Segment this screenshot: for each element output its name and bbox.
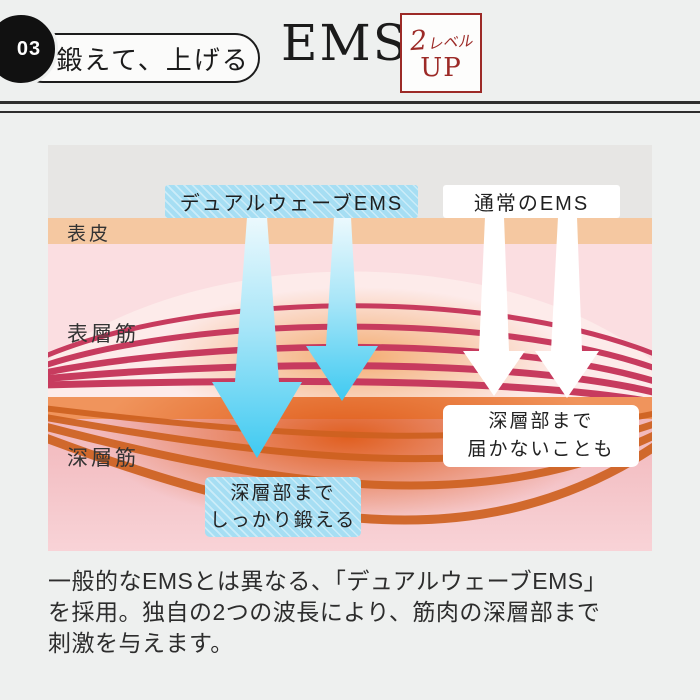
diagram-art — [48, 217, 652, 551]
normal-result-line2: 届かないことも — [467, 439, 615, 460]
step-pill: 鍛えて、上げる — [18, 33, 260, 83]
caption-line-3: 刺激を与えます。 — [48, 630, 234, 656]
step-number: 03 — [16, 37, 42, 60]
normal-ems-label: 通常のEMS — [443, 185, 620, 218]
page-title: EMS — [281, 14, 409, 72]
normal-ems-label-text: 通常のEMS — [473, 193, 590, 215]
deep-muscle-label: 深層筋 — [67, 447, 139, 470]
caption-line-2: を採用。独自の2つの波長により、筋肉の深層部まで — [48, 599, 601, 625]
normal-ems-arrow-left-icon — [463, 217, 525, 396]
epidermis-label: 表皮 — [67, 224, 112, 245]
divider-thick — [0, 101, 700, 104]
level-unit: レベル — [426, 31, 473, 53]
step-pill-label: 鍛えて、上げる — [56, 45, 250, 76]
dual-wave-arrow-small-icon — [306, 217, 378, 401]
step-number-badge: 03 — [0, 12, 58, 86]
level-up-badge: 2レベル UP — [400, 13, 482, 93]
normal-ems-arrow-right-icon — [535, 217, 599, 398]
caption-text: 一般的なEMSとは異なる、「デュアルウェーブEMS」 を採用。独自の2つの波長に… — [48, 566, 668, 659]
normal-result-box: 深層部まで 届かないことも — [443, 405, 639, 467]
divider-thin — [0, 111, 700, 113]
level-up-word: UP — [420, 52, 462, 83]
dual-result-line2: しっかり鍛える — [209, 510, 357, 531]
level-up-line1: 2レベル — [408, 23, 473, 57]
dual-wave-ems-label: デュアルウェーブEMS — [165, 185, 418, 218]
normal-result-line1: 深層部まで — [488, 411, 594, 432]
dual-wave-ems-label-text: デュアルウェーブEMS — [179, 193, 404, 215]
skin-layer-diagram: デュアルウェーブEMS 通常のEMS 表皮 表層筋 深層筋 深層部まで 届かない… — [48, 145, 652, 551]
caption-line-1: 一般的なEMSとは異なる、「デュアルウェーブEMS」 — [48, 568, 608, 594]
surface-muscle-label: 表層筋 — [67, 323, 139, 346]
dual-result-box: 深層部まで しっかり鍛える — [205, 477, 361, 537]
level-value: 2 — [408, 24, 429, 57]
dual-wave-arrow-large-icon — [212, 217, 302, 458]
dual-result-line1: 深層部まで — [230, 483, 336, 504]
